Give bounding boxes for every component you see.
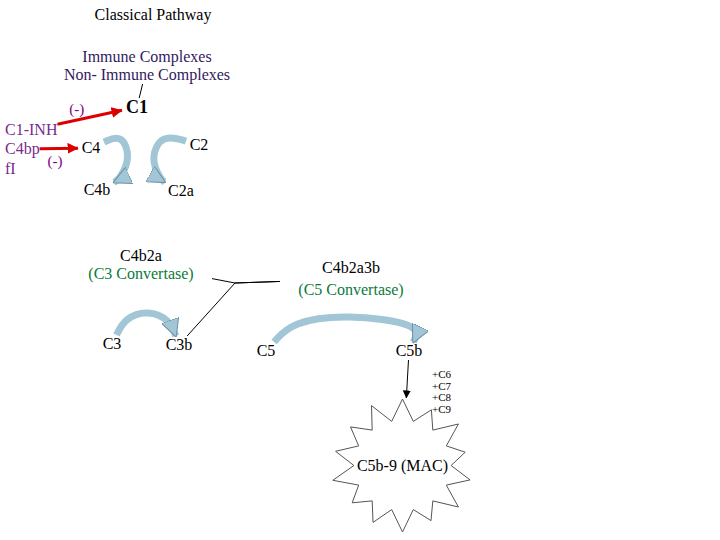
component-label: C2a xyxy=(164,182,198,200)
added-component: +C7 xyxy=(432,381,451,392)
diagram-title: Classical Pathway xyxy=(95,6,212,24)
node-text: C3 xyxy=(99,335,125,353)
connector-line xyxy=(212,279,280,283)
node-text: C1 xyxy=(122,98,152,116)
inhibitor-label: C4bp xyxy=(5,140,40,158)
added-component: +C8 xyxy=(432,392,451,403)
component-label: C5 xyxy=(253,342,279,360)
connector-line xyxy=(139,84,142,98)
node-subtext: (C3 Convertase) xyxy=(70,265,212,283)
conversion-arrow xyxy=(104,138,128,182)
inhibitor-label: C1-INH xyxy=(5,121,57,139)
conversion-arrow xyxy=(117,313,176,336)
node-text: Immune Complexes xyxy=(47,48,247,66)
component-label: C1 xyxy=(122,98,152,116)
node-text: C1-INH xyxy=(5,121,57,139)
starburst-shape xyxy=(333,399,470,532)
node-text: C3b xyxy=(162,336,196,354)
component-label: C3 xyxy=(99,335,125,353)
connector-line xyxy=(406,360,408,398)
inhibition-arrow xyxy=(40,147,78,151)
component-label: C4 xyxy=(78,139,104,157)
mac-starburst: C5b-9 (MAC) xyxy=(330,398,475,533)
convertase-label: C4b2a(C3 Convertase) xyxy=(70,247,212,283)
node-text: C4b xyxy=(80,181,114,199)
node-text: C5b-9 (MAC) xyxy=(357,457,448,475)
convertase-label: C4b2a3b(C5 Convertase) xyxy=(280,257,422,301)
inhibition-sign: (-) xyxy=(69,101,84,118)
inhibition-sign: (-) xyxy=(48,152,63,169)
node-text: C2a xyxy=(164,182,198,200)
inhibition-arrow xyxy=(57,110,122,124)
component-label: C4b xyxy=(80,181,114,199)
node-text: C5 xyxy=(253,342,279,360)
node-text: C4bp xyxy=(5,140,40,158)
added-component: +C6 xyxy=(432,369,451,380)
node-text: fI xyxy=(5,160,16,178)
node-text: C2 xyxy=(186,136,212,154)
trigger-label: Immune ComplexesNon- Immune Complexes xyxy=(47,48,247,84)
node-subtext: Non- Immune Complexes xyxy=(47,66,247,84)
added-component: +C9 xyxy=(432,404,451,415)
node-text: C4b2a xyxy=(70,247,212,265)
node-subtext: (C5 Convertase) xyxy=(280,279,422,301)
node-text: C5b xyxy=(392,342,426,360)
component-label: C2 xyxy=(186,136,212,154)
conversion-arrow xyxy=(274,317,416,342)
inhibitor-label: fI xyxy=(5,160,16,178)
component-label: C5b xyxy=(392,342,426,360)
conversion-arrow xyxy=(154,138,186,182)
component-label: C3b xyxy=(162,336,196,354)
connector-line xyxy=(187,281,280,336)
node-text: C4 xyxy=(78,139,104,157)
node-text: C4b2a3b xyxy=(280,257,422,279)
